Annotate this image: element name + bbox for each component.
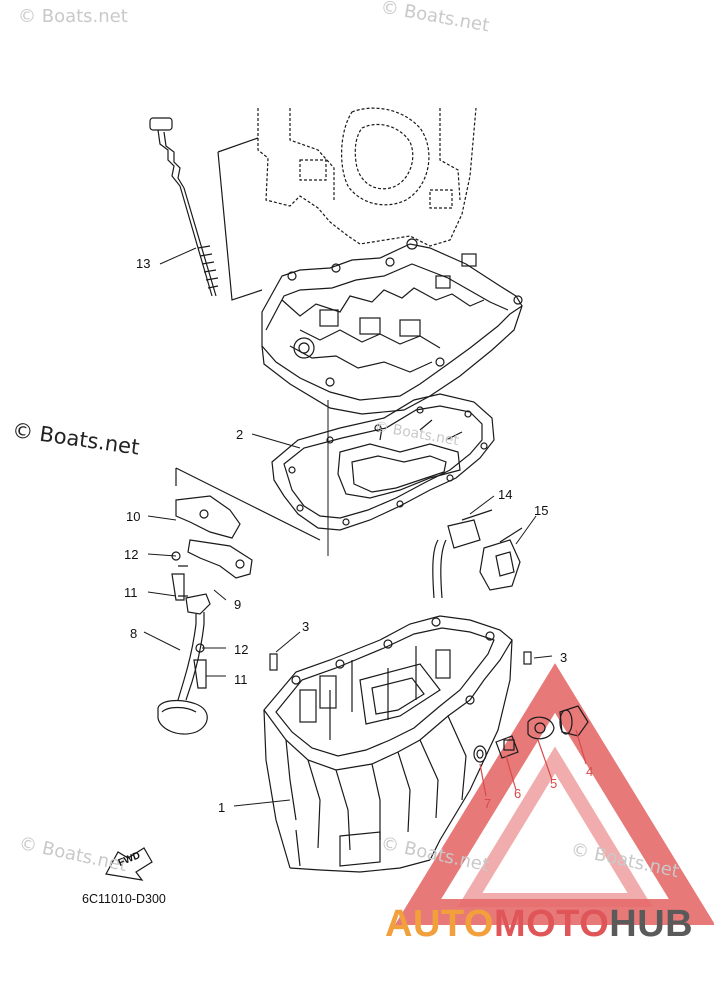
brand-logo-text: AUTOMOTOHUB [385, 903, 693, 946]
callout-1: 1 [218, 800, 226, 815]
fittings [473, 705, 589, 763]
brand-logo-triangle [394, 663, 714, 925]
diagram-code: 6C11010-D300 [82, 892, 166, 906]
callout-15: 15 [534, 503, 549, 518]
brand-part: AUTO [385, 903, 494, 945]
callout-3: 3 [302, 619, 310, 634]
leader-lines-red [479, 729, 587, 797]
engine-block [257, 107, 477, 247]
line-art [105, 107, 589, 881]
callout-8: 8 [130, 626, 138, 641]
callout-4: 4 [586, 764, 594, 779]
dowel-pins [269, 651, 532, 671]
brand-part: MOTO [493, 903, 610, 945]
callout-14: 14 [498, 487, 513, 502]
callout-10: 10 [126, 509, 141, 524]
oil-strainer [157, 467, 321, 735]
oil-pan [263, 615, 513, 873]
watermark: © Boats.net [18, 6, 128, 27]
gasket [271, 393, 495, 531]
dipstick [149, 117, 263, 301]
callout-3: 3 [560, 650, 568, 665]
callout-13: 13 [136, 256, 151, 271]
callout-11: 11 [124, 585, 138, 600]
fwd-arrow-icon [105, 847, 153, 881]
callout-5: 5 [550, 776, 558, 791]
callout-7: 7 [484, 796, 492, 811]
hose-sensor [432, 509, 523, 599]
callout-9: 9 [234, 597, 242, 612]
callout-12: 12 [124, 547, 139, 562]
callout-12: 12 [234, 642, 249, 657]
brand-part: HUB [609, 903, 694, 945]
callout-2: 2 [236, 427, 244, 442]
callout-6: 6 [514, 786, 522, 801]
leader-lines [143, 247, 553, 807]
callout-11: 11 [234, 672, 248, 687]
upper-plate [261, 238, 523, 415]
